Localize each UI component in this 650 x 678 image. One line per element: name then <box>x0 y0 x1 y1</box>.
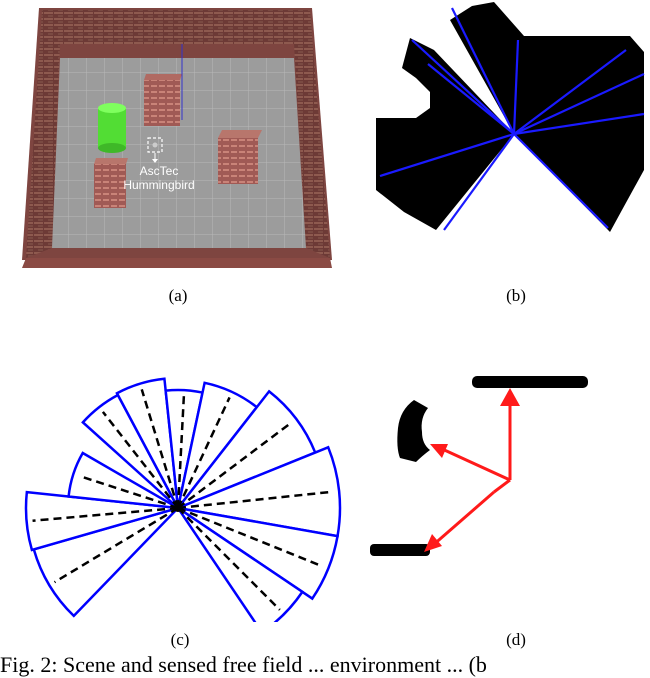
wedge-sector <box>24 490 179 552</box>
wedge-center-ray <box>177 507 281 611</box>
callout-arrowhead <box>152 159 158 163</box>
wedge-center-ray <box>140 389 180 509</box>
vector-arrows <box>431 398 512 548</box>
vector-plot <box>370 376 588 556</box>
wedge-sector <box>67 451 179 510</box>
arrowhead-left <box>430 444 448 458</box>
caption-c: (c) <box>170 630 190 649</box>
wedge-center-ray <box>176 396 186 509</box>
arrowhead-down <box>424 534 442 552</box>
wedge-origin <box>174 504 182 512</box>
obstacle-curve <box>397 400 430 462</box>
wedge-center-ray <box>78 474 179 510</box>
callout-label-line2: Hummingbird <box>123 178 194 192</box>
ray-lines <box>379 7 645 231</box>
wedge-center-ray <box>32 506 179 522</box>
wedge-center-ray <box>176 396 231 509</box>
wedge-plot <box>24 377 342 635</box>
wedge-center-ray <box>177 490 334 510</box>
wedge-sector <box>115 377 180 509</box>
arrowhead-up <box>500 388 520 406</box>
wall-left <box>26 10 60 258</box>
wedge-sector <box>177 506 339 601</box>
panel-a-scene: AscTec Hummingbird <box>14 0 336 272</box>
box-right <box>218 138 258 184</box>
panel-c-wedges <box>16 370 346 635</box>
figure-caption: Fig. 2: Scene and sensed free field ... … <box>0 652 487 677</box>
scene-render: AscTec Hummingbird <box>22 8 332 268</box>
box-left-top <box>94 158 128 164</box>
wall-right <box>294 10 330 258</box>
box-back <box>144 80 180 126</box>
wedge-center-ray <box>177 421 293 509</box>
cylinder-bottom <box>98 143 126 153</box>
cylinder-top <box>98 103 126 113</box>
callout-label-line1: AscTec <box>140 164 179 178</box>
panel-d-vectors <box>362 370 650 590</box>
free-space-shape <box>450 2 644 232</box>
obstacle-bottom <box>370 544 430 556</box>
wedge-center-ray <box>101 411 179 509</box>
caption-d: (d) <box>506 630 526 649</box>
panel-b-rays <box>372 0 650 240</box>
box-left <box>94 164 126 208</box>
caption-b: (b) <box>506 286 526 305</box>
obstacle-top <box>472 376 588 388</box>
cylinder-body <box>98 108 126 148</box>
caption-a: (a) <box>168 286 188 305</box>
wall-front-edge <box>22 258 332 268</box>
wedge-center-ray <box>53 506 179 584</box>
box-right-top <box>218 130 262 138</box>
drone-marker <box>147 137 163 153</box>
box-back-top <box>144 74 182 80</box>
drone-icon <box>152 142 158 148</box>
wall-back <box>42 10 310 44</box>
ray-plot <box>376 2 645 232</box>
free-space-left <box>376 38 514 230</box>
